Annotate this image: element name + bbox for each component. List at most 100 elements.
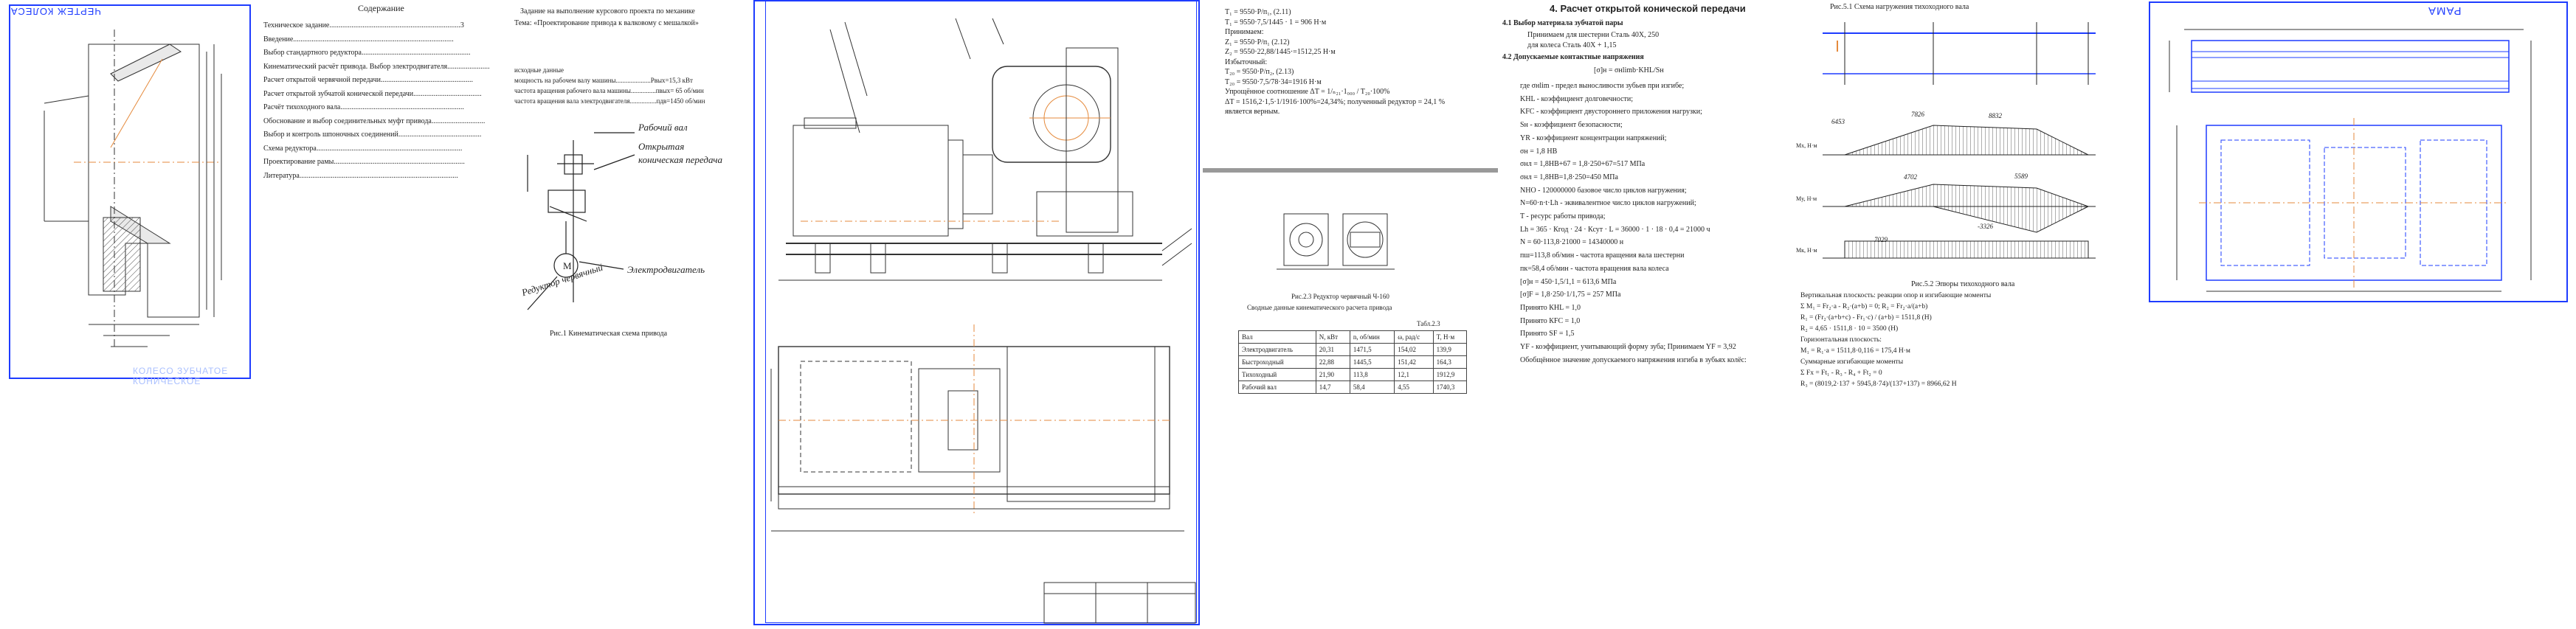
calc-line: Принимаем: bbox=[1225, 28, 1264, 36]
bevel-line: пк=58,4 об/мин - частота вращения вала к… bbox=[1520, 264, 1669, 273]
calc-page: T₁ = 9550·Р/п₁, (2.11) T₁ = 9550·7,5/144… bbox=[1203, 0, 1498, 629]
assembly-drawing-sheet bbox=[749, 0, 1203, 629]
contents-item[interactable]: Расчет открытой червячной передачи......… bbox=[263, 76, 473, 84]
svg-text:M: M bbox=[563, 260, 572, 271]
contents-item[interactable]: Схема редуктора.........................… bbox=[263, 144, 463, 153]
calc-line: T₂₀ = 9550·Р/п₂, (2.13) bbox=[1225, 68, 1294, 76]
contents-page: Содержание Техническое задание..........… bbox=[255, 0, 505, 383]
shaft-line: Σ Fx = Ft₁ - R₃ - R₄ + Ft₂ = 0 bbox=[1800, 369, 1882, 377]
contents-item[interactable]: Обоснование и выбор соединительных муфт … bbox=[263, 117, 486, 125]
shaft-line: M₁ = R₁·a = 1511,8·0,116 = 175,4 Н·м bbox=[1800, 347, 1910, 355]
axis-mx: Mx, Н·м bbox=[1796, 142, 1817, 149]
shaft-scheme-title: Рис.5.1 Схема нагружения тихоходного вал… bbox=[1830, 3, 1969, 11]
bevel-material-2: для колеса Сталь 40Х + 1,15 bbox=[1527, 41, 1617, 49]
bevel-line: N=60·n·t·Lh - эквивалентное число циклов… bbox=[1520, 199, 1696, 208]
table-cell: 1740,3 bbox=[1432, 380, 1468, 394]
calc-lines: T₁ = 9550·Р/п₁, (2.11) T₁ = 9550·7,5/144… bbox=[1225, 7, 1445, 117]
bevel-line: KFC - коэффициент двустороннего приложен… bbox=[1520, 108, 1702, 117]
bevel-line: NHO - 120000000 базовое число циклов наг… bbox=[1520, 186, 1687, 195]
shaft-lines: Вертикальная плоскость: реакции опор и и… bbox=[1800, 291, 1991, 390]
frame-views bbox=[2169, 29, 2532, 292]
table-cell: 22,88 bbox=[1315, 355, 1350, 369]
gear-section-drawing bbox=[44, 29, 222, 347]
contents-item[interactable]: Расчет открытой зубчатой конической пере… bbox=[263, 89, 482, 98]
frame-drawing-sheet: РАМА bbox=[2140, 0, 2576, 310]
table-cell: 1471,5 bbox=[1349, 343, 1395, 356]
kinematic-scheme: M bbox=[527, 132, 635, 310]
calc-line: Избыточный: bbox=[1225, 58, 1268, 66]
reducer-figure bbox=[1277, 213, 1395, 270]
table-cell: 151,42 bbox=[1394, 355, 1434, 369]
calc-line: Z₁ = 9550·Р/п₁ (2.12) bbox=[1225, 38, 1290, 46]
bevel-material-1: Принимаем для шестерни Сталь 40Х, 250 bbox=[1527, 31, 1660, 39]
bevel-line: N = 60·113,8·21000 = 14340000 н bbox=[1520, 238, 1624, 247]
task-param: частота вращения рабочего вала машины...… bbox=[514, 87, 704, 94]
contents-item[interactable]: Выбор и контроль шпоночных соединений...… bbox=[263, 131, 482, 139]
shaft-line: Σ M₁ = Fr₂·a - R₂·(a+b) = 0; R₂ = Fr₂·a/… bbox=[1800, 303, 1928, 310]
shaft-fig-title: Рис.5.2 Эпюры тихоходного вала bbox=[1911, 280, 2015, 288]
task-page: Задание на выполнение курсового проекта … bbox=[505, 0, 749, 383]
moment-label: 7029 bbox=[1874, 236, 1888, 243]
task-line-1: Задание на выполнение курсового проекта … bbox=[520, 7, 695, 15]
bevel-sub-1: 4.1 Выбор материала зубчатой пары bbox=[1502, 19, 1623, 27]
page-separator bbox=[1203, 168, 1498, 173]
scheme-caption: Рис.1 Кинематическая схема привода bbox=[550, 330, 668, 338]
bevel-line: Обобщённое значение допускаемого напряже… bbox=[1520, 355, 1747, 364]
task-param: исходные данные bbox=[514, 66, 564, 74]
shaft-line: Суммарные изгибающие моменты bbox=[1800, 358, 1904, 366]
bevel-line: σн = 1,8 НВ bbox=[1520, 147, 1558, 156]
task-line-2: Тема: «Проектирование привода к валковом… bbox=[514, 19, 699, 27]
table-cell: Рабочий вал bbox=[1238, 380, 1316, 394]
table-cell: 20,31 bbox=[1315, 343, 1350, 356]
bevel-line: [σ]F = 1,8·250·1/1,75 = 257 МПа bbox=[1520, 291, 1621, 299]
table-cell: 12,1 bbox=[1394, 368, 1434, 381]
bevel-line: Lh = 365 · Кгод · 24 · Ксут · L = 36000 … bbox=[1520, 225, 1710, 234]
table-cell: 1912,9 bbox=[1432, 368, 1468, 381]
moment-label: -3326 bbox=[1978, 223, 1993, 230]
contents-item[interactable]: Литература..............................… bbox=[263, 171, 458, 180]
calc-line: T₂₀ = 9550·7,5/78·34=1916 Н·м bbox=[1225, 77, 1322, 86]
shaft-diagram-page: Рис.5.1 Схема нагружения тихоходного вал… bbox=[1793, 0, 2140, 629]
shaft-line: R₃ = (8019,2·137 + 5945,8·74)/(137+137) … bbox=[1800, 380, 1957, 388]
shaft-line: R₂ = 4,65 · 1511,8 · 10 = 3500 (Н) bbox=[1800, 325, 1899, 333]
table-cell: 139,9 bbox=[1432, 343, 1468, 356]
table-header-cell: ω, рад/с bbox=[1394, 330, 1434, 344]
contents-item[interactable]: Кинематический расчёт привода. Выбор эле… bbox=[263, 62, 490, 71]
moment-label: 4702 bbox=[1904, 173, 1917, 181]
table-cell: 113,8 bbox=[1349, 368, 1395, 381]
assembly-frame bbox=[753, 0, 1200, 625]
assembly-views bbox=[770, 18, 1196, 624]
table-row: Рабочий вал 14,7 58,4 4,55 1740,3 bbox=[1238, 380, 1468, 394]
table-header-cell: T, Н·м bbox=[1432, 330, 1468, 344]
bevel-line: KHL - коэффициент долговечности; bbox=[1520, 94, 1634, 103]
contents-item[interactable]: Техническое задание.....................… bbox=[263, 21, 464, 29]
kinematic-table: Вал N, кВт n, об/мин ω, рад/с T, Н·м Эле… bbox=[1238, 330, 1468, 394]
shaft-line: Вертикальная плоскость: реакции опор и и… bbox=[1800, 292, 1992, 299]
table-cell: 4,55 bbox=[1394, 380, 1434, 394]
bevel-line: σнл = 1,8НВ+67 = 1,8·250+67=517 МПа bbox=[1520, 160, 1646, 169]
table-header-cell: N, кВт bbox=[1315, 330, 1350, 344]
table-cell: 164,3 bbox=[1432, 355, 1468, 369]
axis-mk: Mк, Н·м bbox=[1796, 247, 1817, 254]
contents-title: Содержание bbox=[358, 3, 404, 13]
table-row: Быстроходный 22,88 1445,5 151,42 164,3 bbox=[1238, 355, 1468, 369]
table-cell: Электродвигатель bbox=[1238, 343, 1316, 356]
table-cell: Быстроходный bbox=[1238, 355, 1316, 369]
bottom-stamp: КОЛЕСО ЗУБЧАТОЕ КОНИЧЕСКОЕ bbox=[133, 366, 229, 386]
axis-my: My, Н·м bbox=[1796, 195, 1817, 202]
table-number: Табл.2.3 bbox=[1417, 320, 1440, 327]
calc-line: является верным. bbox=[1225, 108, 1280, 116]
bevel-line: где σнlim - предел выносливости зубьев п… bbox=[1520, 82, 1685, 90]
contents-item[interactable]: Введение................................… bbox=[263, 35, 454, 44]
table-cell: Тихоходный bbox=[1238, 368, 1316, 381]
contents-item[interactable]: Выбор стандартного редуктора............… bbox=[263, 49, 471, 57]
reducer-caption: Рис.2.3 Редуктор червячный Ч-160 bbox=[1291, 293, 1389, 300]
calc-line: Упрощённое соотношение ΔT = 1/ₙ₂₁·1₀₀₀ /… bbox=[1225, 88, 1390, 96]
contents-item[interactable]: Расчёт тихоходного вала.................… bbox=[263, 103, 464, 111]
drawing-frame bbox=[9, 4, 251, 379]
task-param: мощность на рабочем валу машины.........… bbox=[514, 77, 693, 84]
table-header-row: Вал N, кВт n, об/мин ω, рад/с T, Н·м bbox=[1238, 330, 1468, 344]
bevel-line: Принято SF = 1,5 bbox=[1520, 330, 1575, 338]
gear-drawing-sheet: ЧЕРТЕЖ КОЛЕСА КОЛЕСО ЗУБЧАТОЕ КОНИЧЕСКОЕ bbox=[0, 0, 255, 386]
contents-item[interactable]: Проектирование рамы.....................… bbox=[263, 158, 465, 166]
